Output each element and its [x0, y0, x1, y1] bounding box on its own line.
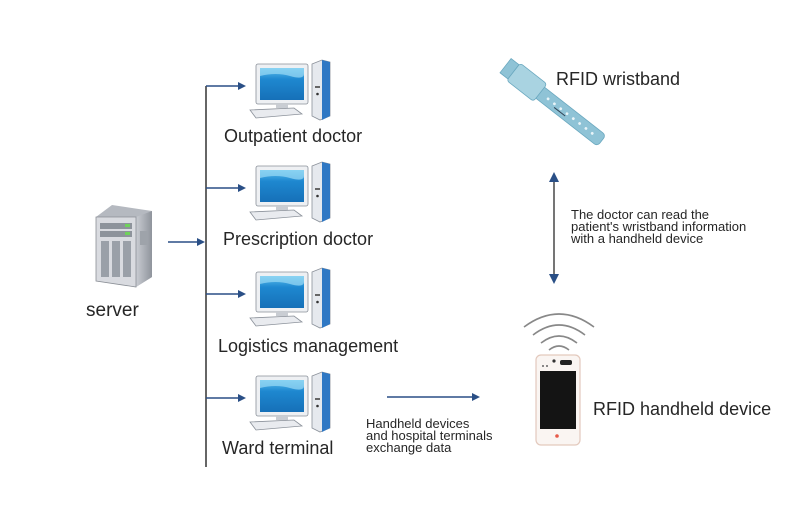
read-arrow-up-head: [549, 172, 559, 182]
terminal-label-outpatient: Outpatient doctor: [224, 126, 363, 146]
read-note: The doctor can read the patient's wristb…: [571, 207, 747, 246]
server-label: server: [86, 300, 139, 321]
rfid-wristband-icon: [499, 58, 605, 146]
terminal-label-ward: Ward terminal: [222, 438, 334, 458]
exchange-note-line: Handheld devices: [366, 416, 470, 431]
exchange-note: Handheld devices and hospital terminals …: [366, 416, 493, 455]
wristband-label: RFID wristband: [556, 69, 681, 89]
desktop-computer-icon: [246, 160, 336, 229]
handheld-label: RFID handheld device: [593, 399, 772, 419]
read-note-line: patient's wristband information: [571, 219, 747, 234]
exchange-note-line: and hospital terminals: [366, 428, 493, 443]
desktop-computer-icon: [246, 58, 336, 127]
terminal-label-prescription: Prescription doctor: [223, 229, 374, 249]
desktop-computer-icon: [246, 266, 336, 335]
server-tower-icon: [95, 205, 152, 288]
exchange-note-line: exchange data: [366, 440, 452, 455]
desktop-computer-icon: [246, 370, 336, 439]
read-note-line: The doctor can read the: [571, 207, 710, 222]
read-arrow-down-head: [549, 274, 559, 284]
wireless-signal-icon: [523, 313, 595, 351]
terminal-label-logistics: Logistics management: [218, 336, 399, 356]
handheld-device-icon: [523, 313, 595, 446]
read-note-line: with a handheld device: [571, 231, 704, 246]
